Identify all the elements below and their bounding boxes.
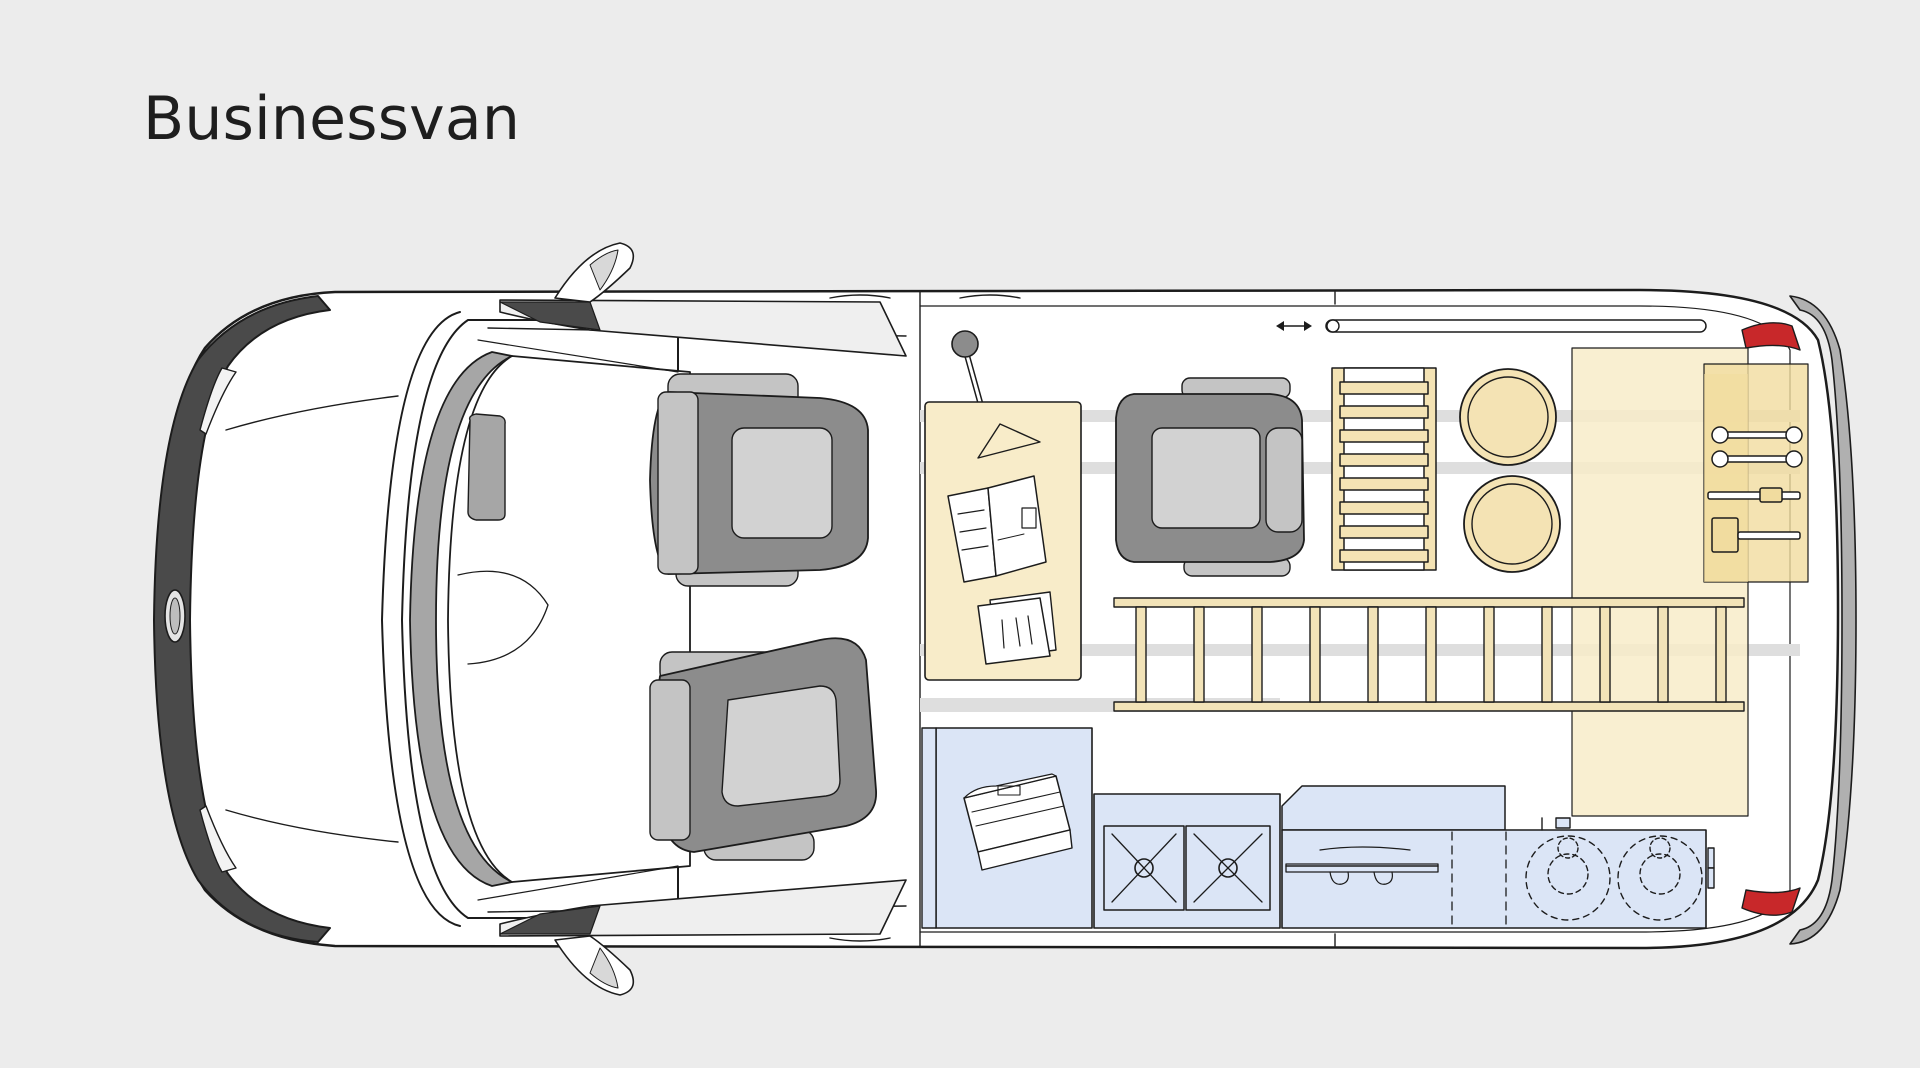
bucket-icon [1459, 368, 1561, 573]
ladder-icon [1113, 597, 1745, 712]
documents-icon [977, 591, 1057, 665]
triangle-ruler-icon [977, 423, 1041, 459]
gas-bottle-icon [1525, 817, 1715, 921]
passenger-seat-icon [649, 637, 877, 861]
wrench-icon [1711, 426, 1803, 468]
cabinet-icon [921, 727, 1093, 929]
hammer-icon [1707, 487, 1801, 553]
laptop-icon [947, 475, 1047, 583]
slatted-rack-icon [1331, 367, 1437, 571]
driver-seat-icon [649, 373, 869, 587]
page-title: Businessvan [143, 84, 521, 154]
mirror-icon [554, 242, 635, 996]
tail-light-icon [1741, 322, 1801, 916]
swivel-seat-icon [1115, 377, 1305, 577]
sliding-rail-icon [1325, 319, 1707, 333]
double-arrow-icon [1276, 321, 1312, 331]
gas-stove-icon [1093, 793, 1281, 929]
